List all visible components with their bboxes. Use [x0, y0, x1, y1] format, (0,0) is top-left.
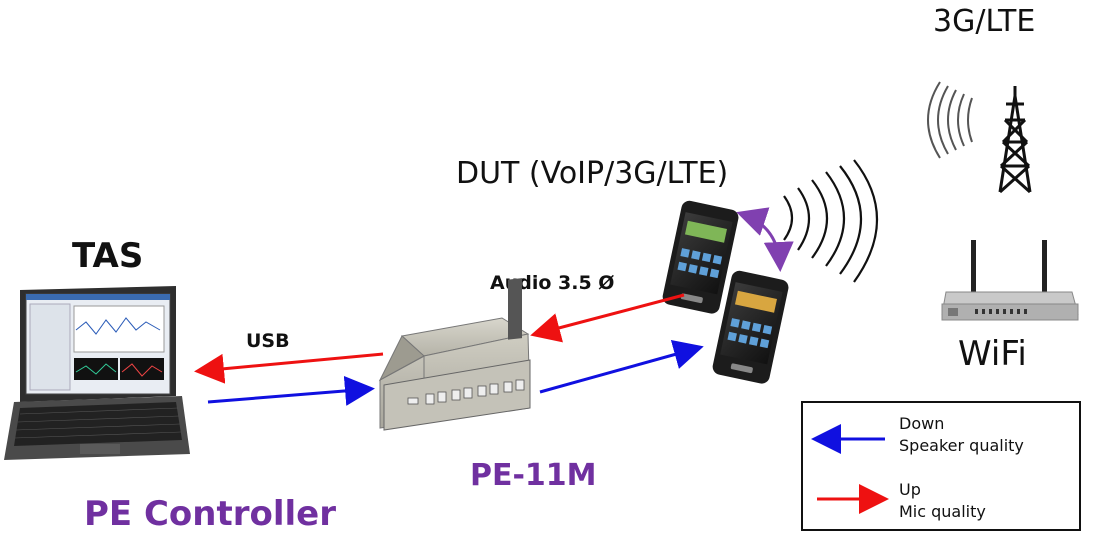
- legend-up-desc: Mic quality: [899, 502, 986, 521]
- legend-up-title: Up: [899, 480, 921, 499]
- cell-tower-icon: [927, 81, 1032, 194]
- laptop-icon: [4, 286, 190, 460]
- pe11m-label: PE-11M: [470, 458, 597, 493]
- usb-down-arrow: [207, 375, 375, 406]
- legend-down-title: Down: [899, 414, 945, 433]
- lte-label: 3G/LTE: [933, 4, 1036, 39]
- usb-label: USB: [246, 330, 290, 352]
- legend-box: Down Speaker quality Up Mic quality: [801, 401, 1081, 531]
- wifi-label: WiFi: [958, 334, 1027, 374]
- legend-markers: [811, 424, 889, 514]
- pe-controller-label: PE Controller: [84, 494, 337, 534]
- audio-box-icon: [378, 278, 531, 431]
- usb-up-arrow: [194, 352, 384, 384]
- signal-waves-icon: [783, 159, 879, 283]
- audio-up-arrow: [530, 293, 685, 343]
- wifi-router-icon: [941, 240, 1079, 321]
- phone-link-arrow: [736, 207, 794, 272]
- dut-label: DUT (VoIP/3G/LTE): [456, 156, 729, 191]
- legend-down-desc: Speaker quality: [899, 436, 1024, 455]
- tas-label: TAS: [72, 236, 144, 276]
- audio-down-arrow: [539, 339, 704, 394]
- smartphone-icon: [662, 200, 739, 314]
- smartphone-icon: [712, 270, 789, 384]
